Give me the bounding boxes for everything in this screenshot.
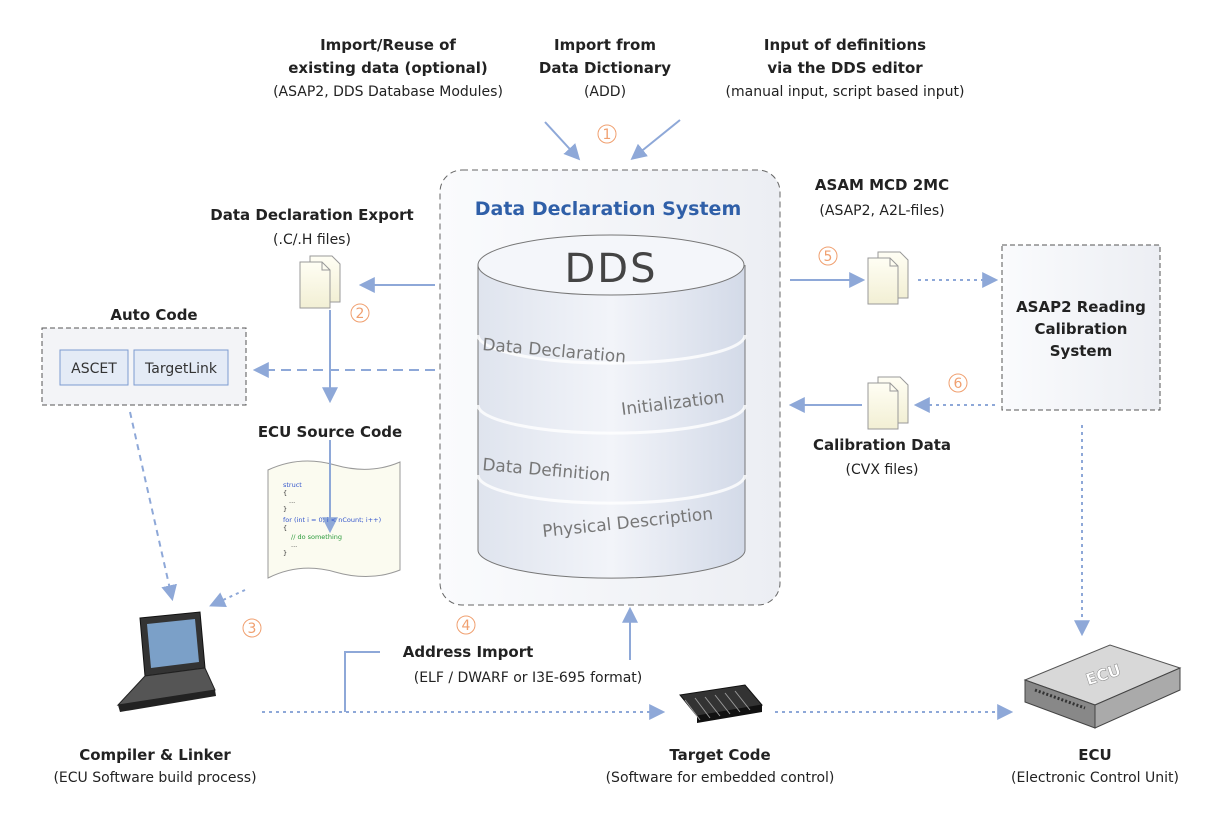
targetlink-box bbox=[133, 349, 229, 386]
import-dictionary-sub: (ADD) bbox=[584, 84, 626, 100]
source-code-listing: struct { ... } for (int i = 0; i < nCoun… bbox=[267, 440, 401, 579]
calibration-data-sub: (CVX files) bbox=[846, 462, 919, 478]
step-3-badge: 3 bbox=[242, 618, 262, 638]
target-code-sub: (Software for embedded control) bbox=[606, 770, 835, 786]
auto-code-title: Auto Code bbox=[110, 306, 197, 324]
code-line: // do something bbox=[291, 533, 342, 541]
arrow-import-right bbox=[630, 119, 681, 161]
input-definitions-label: Input of definitions via the DDS editor … bbox=[726, 36, 965, 100]
export-sub: (.C/.H files) bbox=[273, 232, 351, 248]
import-dictionary-label: Import from Data Dictionary (ADD) bbox=[539, 36, 671, 100]
step-5-badge: 5 bbox=[818, 246, 838, 266]
calibration-system-line: System bbox=[1050, 342, 1112, 360]
compiler-sub: (ECU Software build process) bbox=[53, 770, 256, 786]
a2l-document-icon bbox=[867, 251, 909, 305]
calibration-system-line: ASAP2 Reading bbox=[1016, 298, 1146, 316]
address-import-title: Address Import bbox=[403, 643, 534, 661]
asam-title: ASAM MCD 2MC bbox=[815, 176, 949, 194]
step-1-badge: 1 bbox=[597, 124, 617, 144]
svg-text:6: 6 bbox=[954, 376, 963, 392]
dds-title: Data Declaration System bbox=[475, 198, 742, 220]
arrow-import-left bbox=[544, 121, 581, 161]
import-reuse-sub: (ASAP2, DDS Database Modules) bbox=[273, 84, 503, 100]
import-reuse-title: Import/Reuse of bbox=[320, 36, 456, 54]
cvx-document-icon bbox=[867, 376, 909, 430]
compiler-title: Compiler & Linker bbox=[79, 746, 231, 764]
input-definitions-title: Input of definitions bbox=[764, 36, 926, 54]
asam-sub: (ASAP2, A2L-files) bbox=[819, 203, 944, 219]
code-line: ... bbox=[291, 541, 297, 549]
calibration-system-box bbox=[1001, 244, 1161, 411]
svg-text:4: 4 bbox=[462, 618, 471, 634]
ecu-source-title: ECU Source Code bbox=[258, 423, 402, 441]
import-reuse-title-2: existing data (optional) bbox=[288, 59, 488, 77]
code-line: { bbox=[283, 524, 287, 532]
chip-icon bbox=[679, 684, 763, 723]
code-line: { bbox=[283, 489, 287, 497]
code-line: } bbox=[283, 505, 287, 513]
ecu-title: ECU bbox=[1078, 746, 1111, 764]
ascet-box bbox=[59, 349, 129, 386]
ecu-sub: (Electronic Control Unit) bbox=[1011, 770, 1179, 786]
document-icon bbox=[299, 255, 341, 309]
address-import-line bbox=[344, 651, 380, 712]
import-dictionary-title-2: Data Dictionary bbox=[539, 59, 671, 77]
target-code-title: Target Code bbox=[669, 746, 770, 764]
step-2-badge: 2 bbox=[350, 303, 370, 323]
code-line: struct bbox=[283, 481, 302, 489]
dds-cylinder-label: DDS bbox=[565, 246, 658, 292]
svg-text:1: 1 bbox=[603, 127, 612, 143]
input-definitions-sub: (manual input, script based input) bbox=[726, 84, 965, 100]
laptop-icon bbox=[116, 611, 216, 712]
calibration-data-title: Calibration Data bbox=[813, 436, 951, 454]
code-line: ... bbox=[289, 497, 295, 505]
ascet-label: ASCET bbox=[71, 361, 117, 377]
code-line: for (int i = 0; i < nCount; i++) bbox=[283, 516, 381, 524]
import-dictionary-title: Import from bbox=[554, 36, 656, 54]
step-6-badge: 6 bbox=[948, 373, 968, 393]
arrow-source-to-compiler bbox=[209, 589, 246, 607]
input-definitions-title-2: via the DDS editor bbox=[767, 59, 923, 77]
step-4-badge: 4 bbox=[456, 615, 476, 635]
calibration-system-line: Calibration bbox=[1035, 320, 1128, 338]
arrow-autocode-to-compiler bbox=[129, 411, 177, 602]
svg-text:5: 5 bbox=[824, 249, 833, 265]
import-reuse-label: Import/Reuse of existing data (optional)… bbox=[273, 36, 503, 100]
address-import-sub: (ELF / DWARF or I3E-695 format) bbox=[414, 670, 643, 686]
targetlink-label: TargetLink bbox=[144, 361, 218, 377]
svg-text:2: 2 bbox=[356, 306, 365, 322]
svg-text:3: 3 bbox=[248, 621, 257, 637]
dds-cylinder: DDS Data Declaration Initialization Data… bbox=[476, 234, 747, 579]
export-title: Data Declaration Export bbox=[210, 206, 413, 224]
ecu-icon: ECU bbox=[1023, 644, 1182, 729]
code-line: } bbox=[283, 549, 287, 557]
